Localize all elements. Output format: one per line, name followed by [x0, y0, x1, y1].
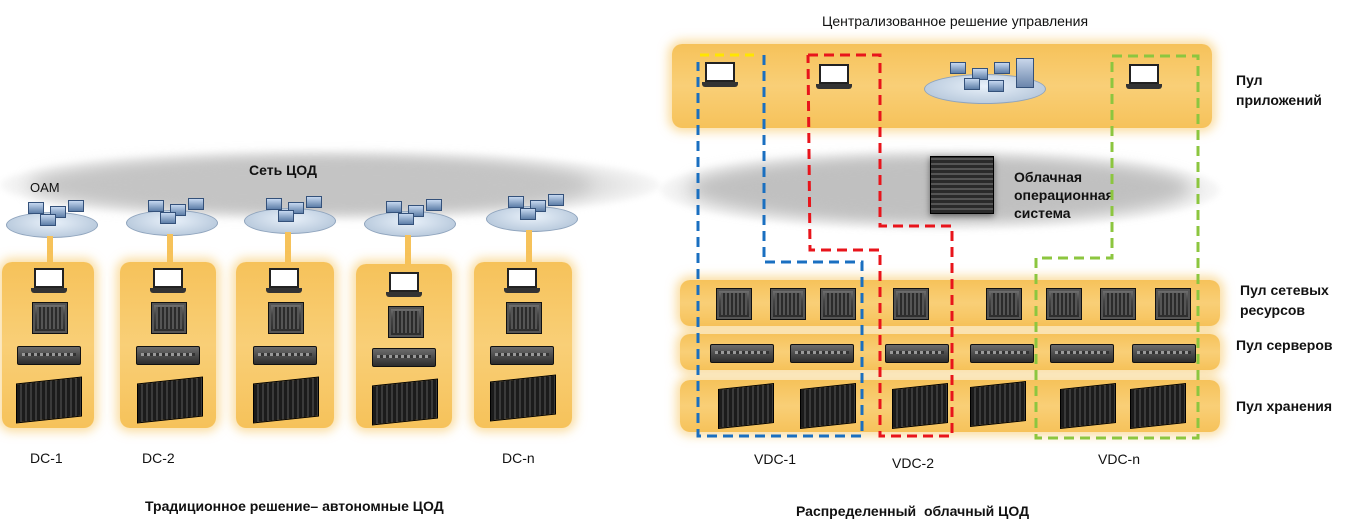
switch-icon — [1046, 288, 1082, 320]
laptop-icon — [31, 268, 67, 294]
laptop-icon — [150, 268, 186, 294]
top-title: Централизованное решение управления — [822, 13, 1089, 29]
server-icon — [790, 344, 854, 363]
switch-icon — [716, 288, 752, 320]
right-caption: Распределенный облачный ЦОД — [796, 503, 1030, 519]
dc-label-1: DC-1 — [30, 450, 63, 466]
cloud-os-label: Облачная операционная система — [1014, 168, 1134, 222]
server-icon — [136, 346, 200, 365]
server-icon — [970, 344, 1034, 363]
switch-icon — [1100, 288, 1136, 320]
switch-icon — [820, 288, 856, 320]
net-pool-label: Пул сетевых ресурсов — [1240, 280, 1340, 320]
server-icon — [710, 344, 774, 363]
cloud-os-rack-icon — [930, 156, 994, 214]
oam-label: OAM — [30, 180, 60, 195]
switch-icon — [388, 306, 424, 338]
server-icon — [17, 346, 81, 365]
app-pool-label: Пул приложений — [1236, 70, 1326, 110]
dc-label-2: DC-2 — [142, 450, 175, 466]
net-pool-label-text: Пул сетевых ресурсов — [1240, 282, 1329, 318]
laptop-icon — [266, 268, 302, 294]
connector-line — [47, 236, 53, 264]
server-icon — [1050, 344, 1114, 363]
vdc1-outline — [696, 55, 864, 438]
network-cloud-icon — [126, 196, 218, 236]
switch-icon — [893, 288, 929, 320]
dc-label-n: DC-n — [502, 450, 535, 466]
connector-line — [526, 230, 532, 264]
network-cloud-icon — [924, 58, 1046, 104]
connector-line — [285, 232, 291, 264]
vdc-label-1: VDC-1 — [754, 451, 797, 467]
connector-line — [167, 234, 173, 264]
storage-pool-label: Пул хранения — [1236, 398, 1333, 414]
laptop-icon — [504, 268, 540, 294]
server-icon — [253, 346, 317, 365]
server-pool-label: Пул серверов — [1236, 337, 1333, 353]
vdc-label-2: VDC-2 — [892, 455, 935, 471]
vdcn-outline — [1034, 54, 1200, 440]
network-cloud-icon — [486, 192, 578, 232]
switch-icon — [32, 302, 68, 334]
network-title: Сеть ЦОД — [249, 162, 317, 178]
server-icon — [885, 344, 949, 363]
server-icon — [1132, 344, 1196, 363]
switch-icon — [268, 302, 304, 334]
laptop-icon — [816, 64, 852, 90]
laptop-icon — [1126, 64, 1162, 90]
laptop-icon — [702, 62, 738, 88]
switch-icon — [770, 288, 806, 320]
connector-line — [405, 235, 411, 264]
app-pool-label-text: Пул приложений — [1236, 72, 1322, 108]
vdc-label-n: VDC-n — [1098, 451, 1141, 467]
switch-icon — [986, 288, 1022, 320]
server-icon — [372, 348, 436, 367]
left-caption: Традиционное решение– автономные ЦОД — [145, 498, 444, 514]
cloud-os-label-text: Облачная операционная система — [1014, 169, 1114, 221]
switch-icon — [1155, 288, 1191, 320]
server-icon — [490, 346, 554, 365]
switch-icon — [151, 302, 187, 334]
laptop-icon — [386, 272, 422, 298]
network-cloud-icon — [6, 198, 98, 238]
switch-icon — [506, 302, 542, 334]
vdc2-outline — [806, 53, 954, 438]
network-cloud-icon — [364, 197, 456, 237]
